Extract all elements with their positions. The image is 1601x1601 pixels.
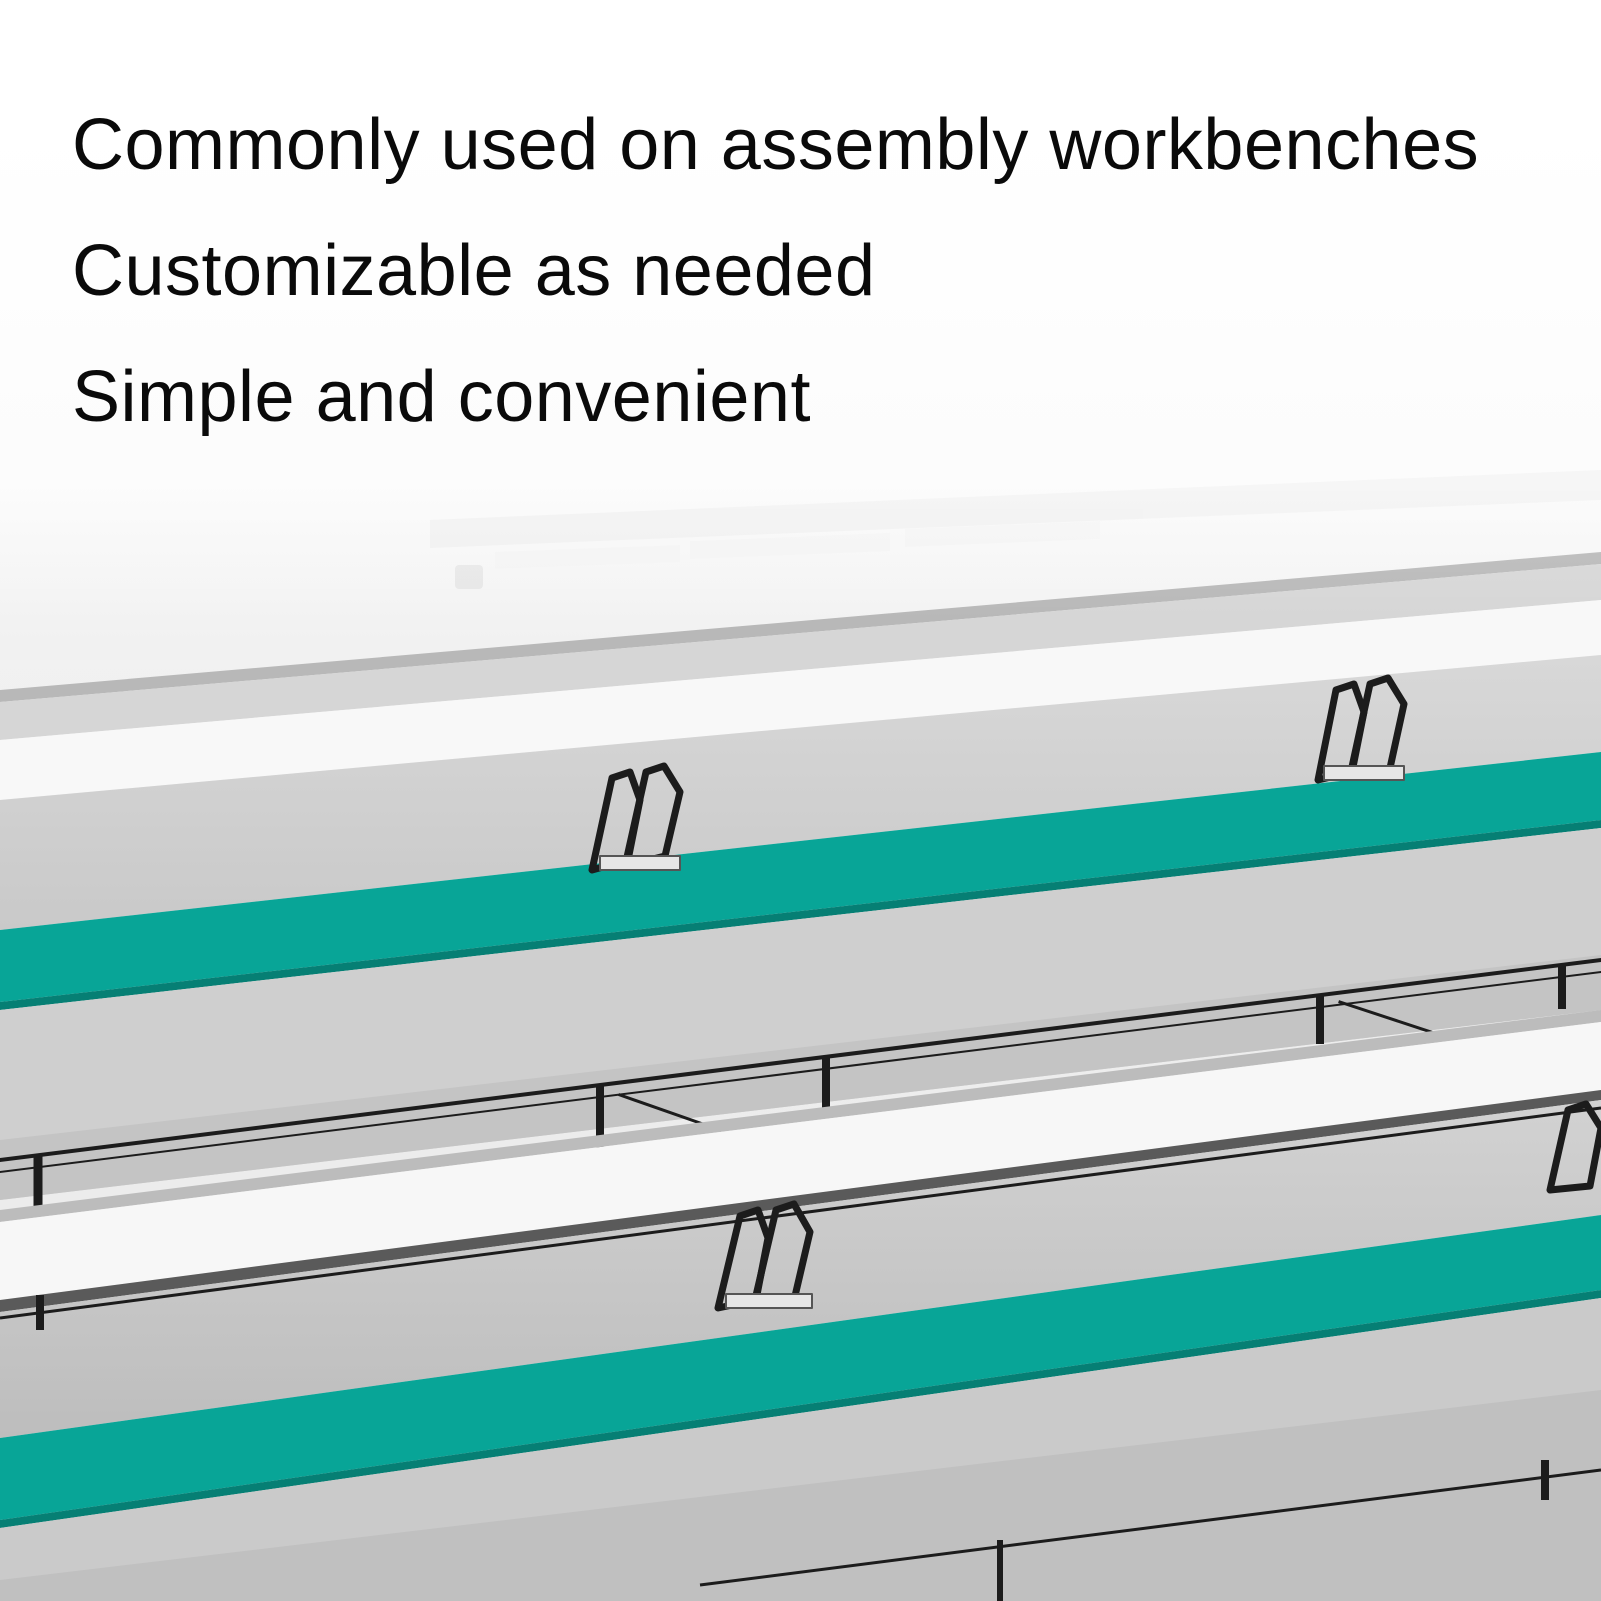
upper-frame — [0, 957, 1601, 1215]
bracket-icon — [588, 674, 1408, 874]
upper-bench — [0, 552, 1601, 1200]
feature-line: Simple and convenient — [72, 357, 811, 437]
feature-list: Commonly used on assembly workbenches Cu… — [72, 100, 1552, 478]
bracket-icon — [714, 1100, 1601, 1312]
feature-line: Commonly used on assembly workbenches — [72, 105, 1480, 185]
feature-line: Customizable as needed — [72, 231, 876, 311]
